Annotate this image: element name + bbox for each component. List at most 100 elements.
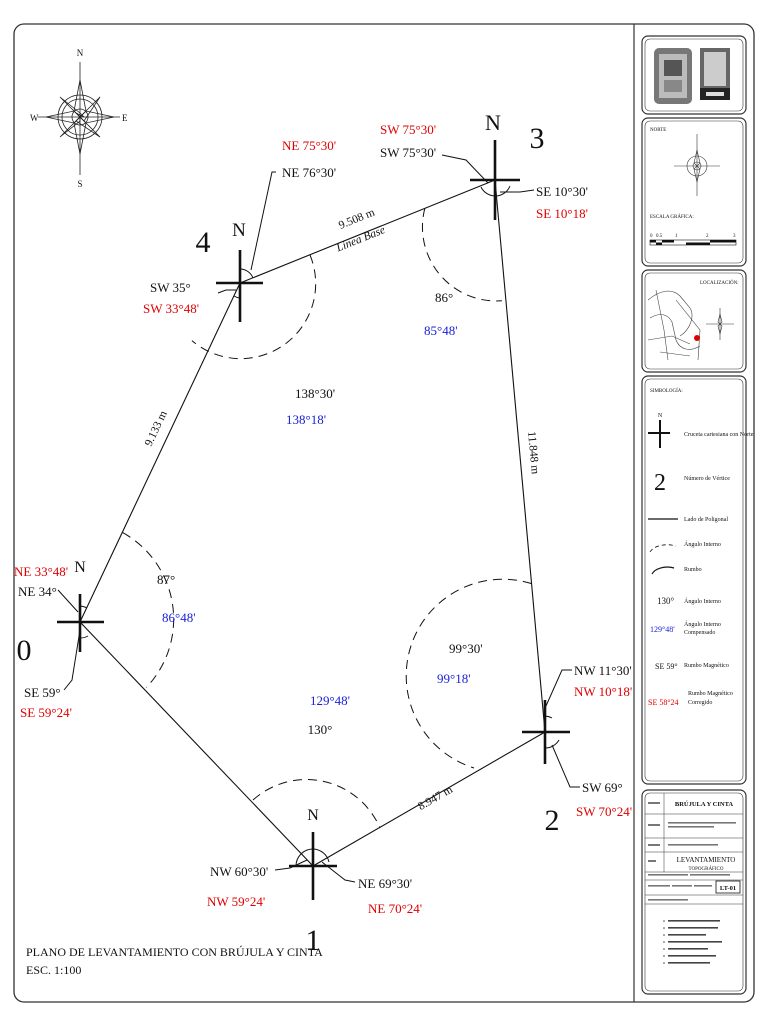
bearing-0-d: SE 59°24'	[20, 705, 72, 720]
side-length-3-2: 11.848 m	[525, 431, 541, 475]
side-3-2	[494, 179, 546, 733]
scale-tick-2: 1	[675, 234, 678, 239]
scale-tick-0: 0	[650, 234, 653, 239]
angle-comp-0: 86°48'	[162, 610, 196, 625]
cross-1	[289, 832, 337, 900]
simbologia-label: SIMBOLOGÍA:	[650, 388, 683, 394]
bearing-2-d: SW 70°24'	[576, 804, 632, 819]
cross-4	[216, 250, 263, 322]
angle-1: 130°	[308, 722, 333, 737]
angle-0: 87°	[157, 572, 175, 587]
small-compass-icon	[674, 134, 720, 196]
bearing-0-c: SE 59°	[24, 685, 61, 700]
bearing-3-b: SW 75°30'	[380, 145, 436, 160]
vertex-number-2: 2	[545, 804, 560, 837]
angle-comp-1: 129°48'	[310, 693, 350, 708]
scale-tick-4: 3	[733, 234, 736, 239]
legend-dash-arc-symbol	[649, 544, 677, 553]
vertex-number-0: 0	[17, 634, 32, 667]
svg-text:N: N	[658, 413, 663, 419]
bearing-0-a: NE 33°48'	[14, 564, 68, 579]
bearing-4-a: NE 75°30'	[282, 138, 336, 153]
bearing-4-b: NE 76°30'	[282, 165, 336, 180]
escala-grafica-label: ESCALA GRÁFICA:	[650, 214, 694, 220]
legend-label-4: Rumbo	[684, 567, 702, 573]
legend-label-2: Lado de Poligonal	[684, 517, 728, 523]
north-letter-1: N	[307, 807, 319, 824]
project-fine-print	[648, 802, 736, 901]
compass-n-label: N	[77, 48, 84, 58]
angle-comp-3: 85°48'	[424, 323, 458, 338]
angle-arc-1	[252, 779, 381, 829]
angle-comp-4: 138°18'	[286, 412, 326, 427]
angle-arc-2	[405, 578, 532, 769]
bearing-arcs	[79, 185, 560, 867]
project-name: BRÚJULA Y CINTA	[675, 800, 734, 808]
legend-sample-6: 129°48'	[650, 625, 675, 634]
angle-4: 138°30'	[295, 386, 335, 401]
sheet-frame	[13, 23, 755, 1003]
vertex-number-4: 4	[196, 226, 211, 259]
interior-angle-arcs	[122, 207, 532, 829]
sheet-number-box	[715, 880, 741, 894]
bearing-1-d: NE 70°24'	[368, 901, 422, 916]
team-members-list	[663, 920, 722, 964]
bearing-3-a: SW 75°30'	[380, 122, 436, 137]
sheet-title-2: TOPOGRÁFICO	[689, 866, 724, 872]
side-1-0	[79, 621, 314, 867]
scale-tick-1: 0.5	[656, 234, 663, 239]
sheet-title-1: LEVANTAMIENTO	[677, 856, 736, 864]
legend-sample-5: 130°	[657, 596, 675, 606]
institution-logo	[654, 48, 692, 104]
location-map	[647, 289, 701, 361]
north-letter-4: N	[232, 220, 246, 241]
norte-label: NORTE	[650, 128, 666, 133]
compass-rose-icon	[38, 62, 120, 175]
side-4-3	[239, 179, 496, 284]
bearing-3-d: SE 10°18'	[536, 206, 588, 221]
cross-2	[522, 700, 570, 764]
legend-label-5: Ángulo Interno	[684, 597, 721, 605]
side-length-1-2: 8.947 m	[416, 784, 455, 813]
side-2-1	[312, 731, 546, 867]
legend-label-7: Rumbo Magnético	[684, 663, 729, 669]
cross-3	[470, 140, 520, 220]
angle-3: 86°	[435, 290, 453, 305]
legend-cross-symbol: N	[648, 413, 670, 448]
compass-w-label: W	[30, 113, 39, 123]
legend-sample-1: 2	[654, 470, 666, 496]
location-marker	[694, 335, 700, 341]
bearing-2-c: SW 69°	[582, 780, 623, 795]
compass-s-label: S	[77, 179, 82, 189]
angle-arc-3	[421, 207, 502, 302]
legend-label-1: Número de Vértice	[684, 476, 730, 482]
bearing-3-c: SE 10°30'	[536, 184, 588, 199]
bearing-1-c: NE 69°30'	[358, 876, 412, 891]
bearing-1-b: NW 59°24'	[207, 894, 265, 909]
vertex-crosses	[57, 140, 570, 900]
sheet-number: LT-01	[720, 885, 736, 892]
legend-label-3: Ángulo Interno	[684, 540, 721, 548]
bearing-4-c: SW 35°	[150, 280, 191, 295]
bearing-2-a: NW 11°30'	[574, 663, 632, 678]
angle-2: 99°30'	[449, 641, 483, 656]
vertex-number-1: 1	[306, 924, 321, 957]
leader-lines	[57, 154, 580, 883]
side-length-0-4: 9.133 m	[143, 409, 170, 448]
localizacion-label: LOCALIZACIÓN:	[700, 280, 739, 286]
angle-comp-2: 99°18'	[437, 671, 471, 686]
cross-0	[57, 594, 104, 652]
bearing-0-b: NE 34°	[18, 584, 57, 599]
side-0-4	[79, 282, 241, 623]
location-compass-icon	[706, 308, 734, 340]
location-panel	[641, 269, 747, 373]
legend-sample-8: SE 58°24	[648, 698, 679, 707]
north-letter-3: N	[485, 110, 501, 135]
north-panel	[641, 117, 747, 267]
graphic-scale-bar	[649, 239, 737, 246]
scale-tick-3: 2	[706, 234, 709, 239]
